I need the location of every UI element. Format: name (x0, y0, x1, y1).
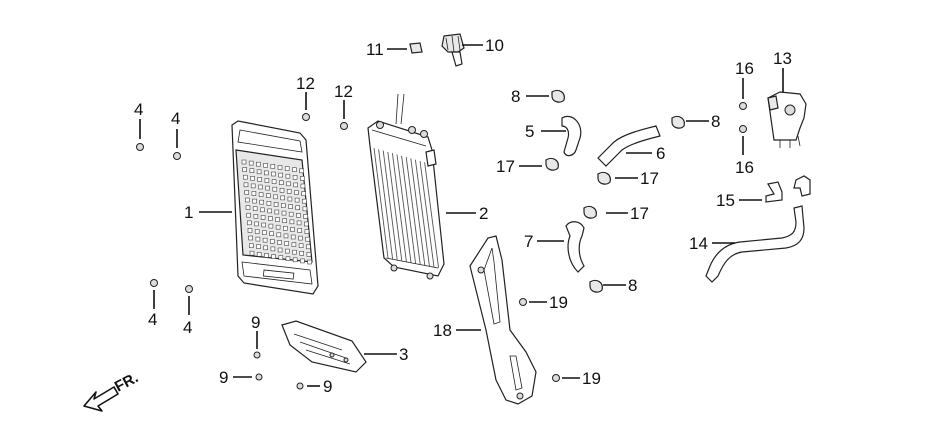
callout-16a: 16 (735, 59, 754, 78)
bolt-4-c (150, 279, 158, 287)
radiator-cap (441, 33, 465, 67)
callout-19a: 19 (549, 293, 568, 312)
screw-9-b (255, 373, 263, 381)
clamp-8-a (551, 89, 565, 103)
callout-4c: 4 (148, 310, 157, 329)
callout-4b: 4 (171, 109, 180, 128)
thermostat-housing (767, 91, 807, 148)
callout-5: 5 (525, 122, 534, 141)
callout-4a: 4 (134, 100, 143, 119)
callout-18: 18 (433, 321, 452, 340)
bolt-4-a (136, 143, 144, 151)
pipe-14 (705, 205, 805, 283)
callout-9a: 9 (251, 313, 260, 332)
callout-13: 13 (773, 49, 792, 68)
clamp-8-c (589, 279, 603, 293)
callout-15: 15 (716, 191, 735, 210)
callout-4d: 4 (183, 318, 192, 337)
clamp-17-a (545, 157, 559, 171)
bolt-4-d (185, 285, 193, 293)
callout-14: 14 (689, 234, 708, 253)
radiator-grille (231, 120, 319, 295)
clamp-17-b (597, 171, 611, 185)
callout-17a: 17 (496, 157, 515, 176)
bolt-16-b (739, 125, 747, 133)
elbow-15 (765, 175, 811, 203)
screw-9-a (253, 351, 261, 359)
callout-1: 1 (184, 203, 193, 222)
callout-8c: 8 (628, 276, 637, 295)
callout-12a: 12 (296, 74, 315, 93)
callout-3: 3 (399, 345, 408, 364)
hose-7 (565, 221, 585, 273)
hose-6 (597, 125, 661, 167)
callout-17b: 17 (640, 169, 659, 188)
callout-7: 7 (524, 232, 533, 251)
plug-11 (409, 42, 423, 54)
bolt-4-b (173, 152, 181, 160)
clamp-8-b (671, 115, 685, 129)
bolt-12-a (302, 113, 310, 121)
bolt-12-b (340, 122, 348, 130)
screw-19-b (552, 374, 560, 382)
front-direction-arrow-icon (83, 386, 119, 412)
callout-17c: 17 (630, 204, 649, 223)
mounting-stay (469, 235, 537, 405)
callout-8a: 8 (511, 87, 520, 106)
callout-9c: 9 (323, 377, 332, 396)
radiator-core (367, 93, 445, 280)
hose-5 (561, 115, 582, 157)
callout-19b: 19 (582, 369, 601, 388)
callout-2: 2 (479, 204, 488, 223)
callout-10: 10 (485, 36, 504, 55)
lower-cover (281, 320, 367, 373)
screw-9-c (296, 382, 304, 390)
callout-6: 6 (656, 144, 665, 163)
clamp-17-c (583, 205, 597, 219)
callout-16b: 16 (735, 158, 754, 177)
callout-8b: 8 (711, 112, 720, 131)
callout-12b: 12 (334, 82, 353, 101)
callout-11: 11 (366, 40, 384, 59)
callout-9b: 9 (219, 368, 228, 387)
bolt-16-a (739, 102, 747, 110)
screw-19-a (519, 298, 527, 306)
